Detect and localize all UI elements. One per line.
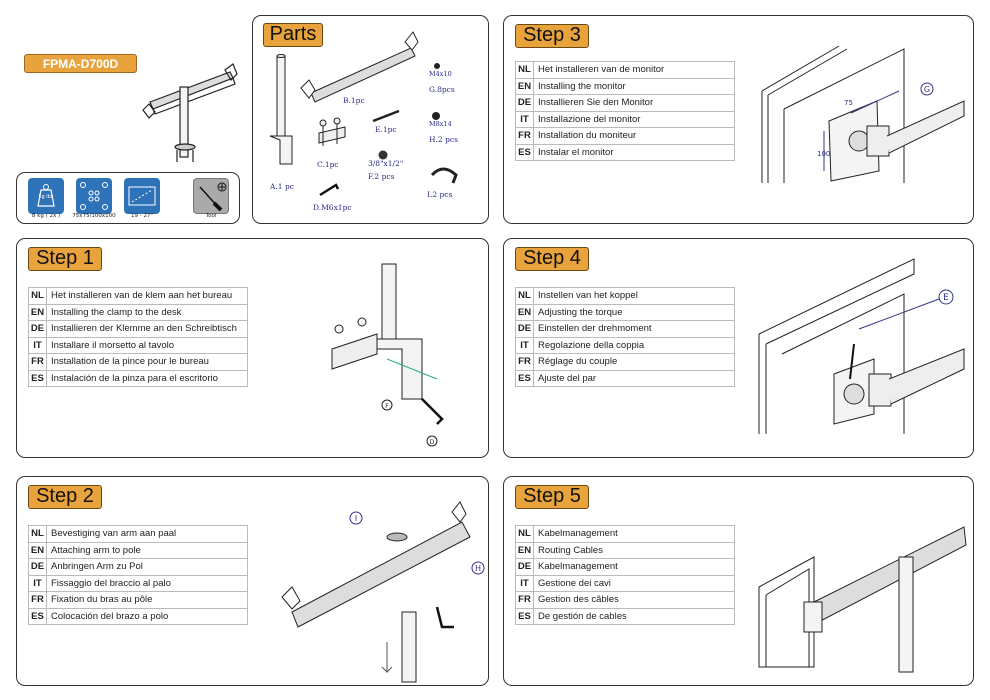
part-b-label: B.1pc [343, 96, 365, 105]
spec-screen-caption: 19 - 27" [130, 213, 153, 219]
part-d-hex-key [319, 183, 340, 197]
dimension-100: 100 [817, 150, 830, 158]
part-h-bolt [432, 112, 440, 120]
step3-title: Step 3 [515, 24, 589, 48]
screen-size-icon [124, 178, 160, 214]
spec-tool-caption: Tool [205, 213, 217, 219]
part-f-label: F.2 pcs [368, 172, 395, 181]
callout-g: G [924, 85, 930, 94]
callout-h: H [475, 564, 481, 573]
part-e-wrench [372, 109, 400, 123]
spec-vesa-caption: 75x75/100x100 [72, 213, 116, 219]
part-d-label: D.M6x1pc [313, 203, 352, 212]
model-badge: FPMA-D700D [24, 54, 137, 73]
step5-illustration [758, 526, 967, 673]
part-h-size: M8x14 [429, 120, 452, 128]
part-i-label: I.2 pcs [427, 190, 453, 199]
part-e-label: E.1pc [375, 125, 397, 134]
callout-d: D [430, 439, 435, 446]
specs-panel: kg lbs 8 kg ( 2x ) 75x75/100x100 19 - 27… [16, 172, 240, 224]
parts-panel: Parts A.1 pc B.1pc C.1pc D.M6x1pc E.1pc … [252, 15, 489, 224]
part-g-label: G.8pcs [429, 85, 455, 94]
step5-title: Step 5 [515, 485, 589, 509]
step3-illustration: 75 100 G [761, 45, 965, 183]
parts-title: Parts [263, 23, 323, 47]
step4-illustration: E [758, 258, 965, 434]
step2-illustration: I H [281, 501, 485, 683]
part-f-screw [378, 150, 388, 160]
part-i-cable-clip [430, 167, 458, 184]
weight-glyph: kg lbs [39, 194, 54, 200]
vesa-pattern-icon [76, 178, 112, 214]
product-illustration [142, 63, 238, 162]
part-c-label: C.1pc [317, 160, 339, 169]
step2-title: Step 2 [28, 485, 102, 509]
callout-e: E [943, 293, 949, 303]
part-a-pole [269, 54, 293, 165]
part-h-label: H.2 pcs [429, 135, 458, 144]
step1-title: Step 1 [28, 247, 102, 271]
step4-title: Step 4 [515, 247, 589, 271]
part-f-size: 3/8"x1/2" [368, 159, 404, 168]
part-g-size: M4x10 [429, 70, 452, 78]
callout-i: I [355, 514, 357, 523]
part-c-clamp [318, 117, 346, 146]
part-g-screw [434, 63, 440, 69]
spec-weight-caption: 8 kg ( 2x ) [31, 213, 61, 219]
dimension-75: 75 [844, 99, 853, 107]
part-a-label: A.1 pc [270, 182, 294, 191]
step1-illustration: F D [331, 263, 444, 447]
weight-icon: kg lbs [28, 178, 64, 214]
callout-f: F [385, 403, 389, 410]
screwdriver-icon [193, 178, 229, 214]
part-b-arm [300, 31, 419, 103]
